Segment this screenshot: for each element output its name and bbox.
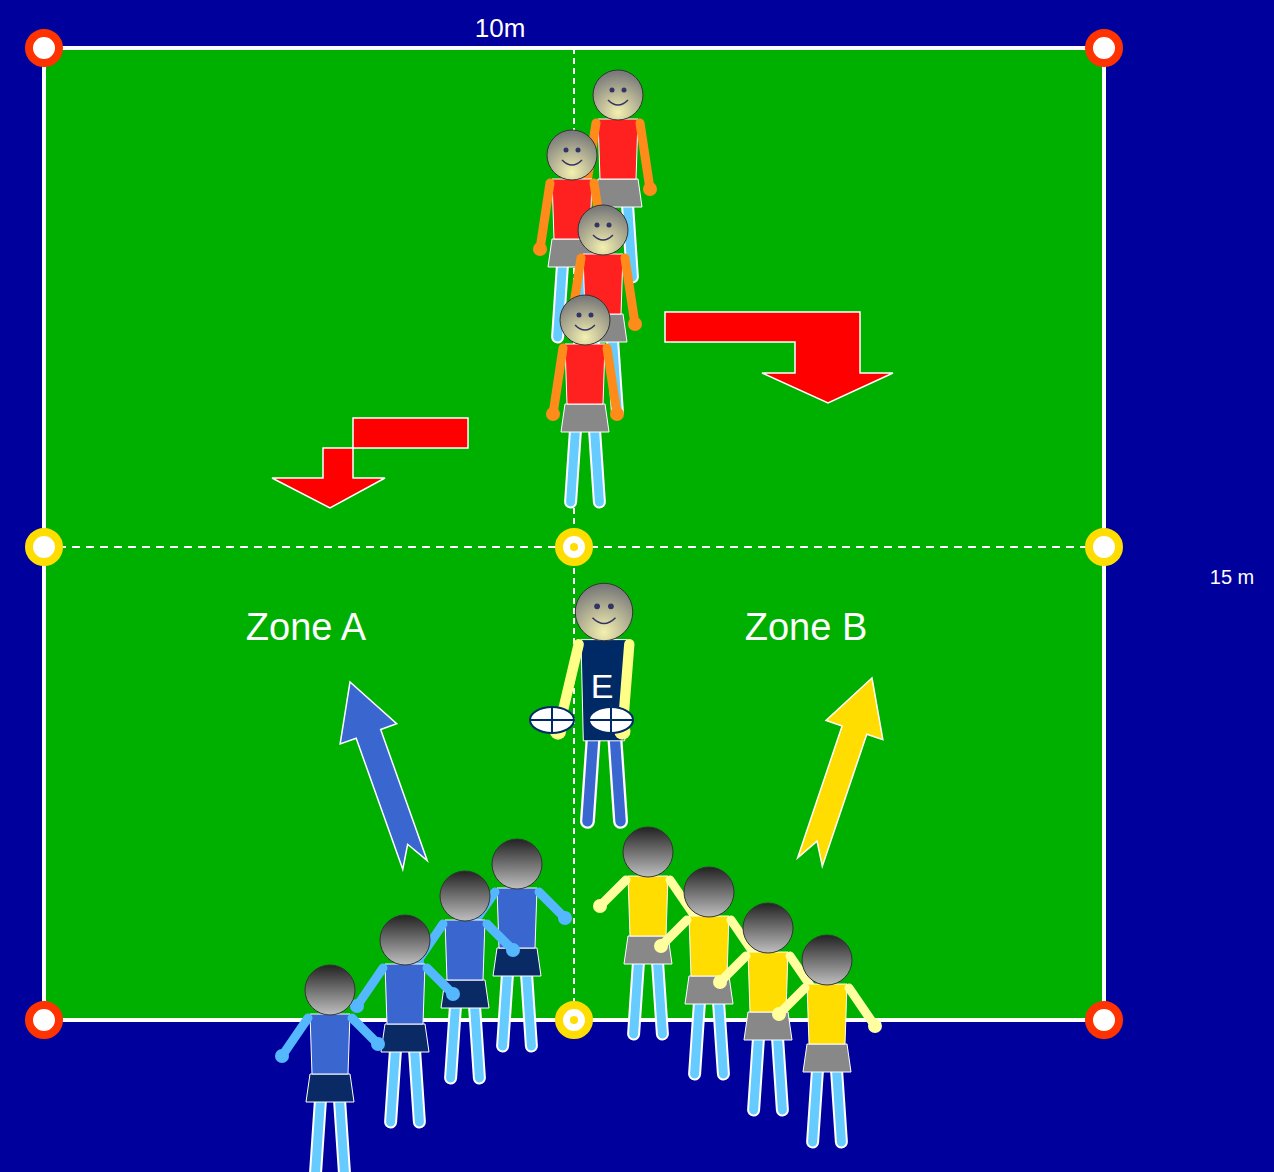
player	[772, 935, 882, 1142]
cone	[1089, 532, 1119, 562]
run-arrow	[340, 682, 427, 869]
arrows	[272, 312, 893, 869]
rugby-ball	[589, 707, 633, 733]
cone	[1089, 33, 1119, 63]
run-arrow	[665, 312, 893, 403]
width-dimension: 10m	[475, 15, 526, 41]
cone-dot	[570, 543, 578, 551]
cone	[29, 532, 59, 562]
length-dimension: 15 m	[1210, 567, 1254, 587]
player	[579, 70, 657, 277]
cones	[29, 33, 1119, 1035]
zone-label: Zone B	[745, 608, 868, 646]
cone	[29, 33, 59, 63]
player	[713, 903, 823, 1110]
pitch	[44, 48, 1104, 1020]
cone	[29, 1005, 59, 1035]
cone	[559, 532, 589, 562]
cone-dot	[570, 1016, 578, 1024]
rugby-ball	[530, 707, 574, 733]
cone	[1089, 1005, 1119, 1035]
player	[275, 965, 385, 1172]
player-letter: E	[591, 669, 614, 703]
run-arrow	[798, 678, 883, 866]
player	[350, 915, 460, 1122]
player	[654, 867, 764, 1074]
player	[530, 583, 633, 821]
player	[546, 295, 624, 502]
zone-label: Zone A	[246, 608, 366, 646]
cone	[559, 1005, 589, 1035]
run-arrow	[272, 418, 468, 508]
